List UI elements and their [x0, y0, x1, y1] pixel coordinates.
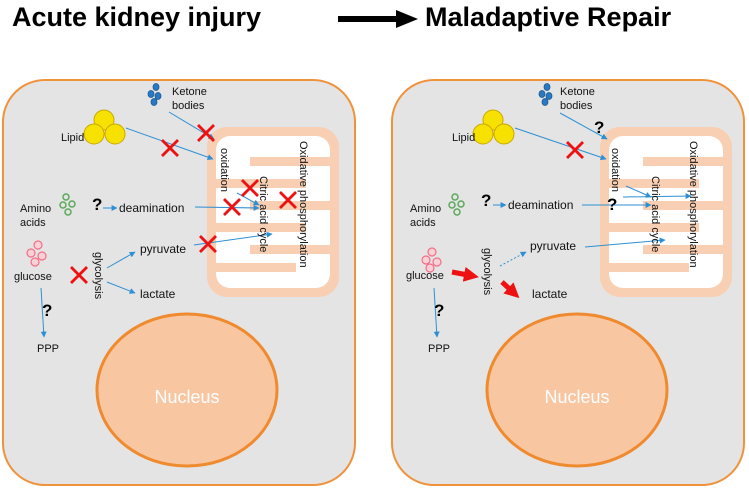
arrow-glucose-glycolysis-up	[451, 266, 479, 282]
amino-acids-icon	[59, 193, 76, 216]
glucose-label: glucose	[406, 270, 444, 282]
question-mark-ppp: ?	[434, 301, 444, 320]
arrow-deamination-cycle	[194, 204, 260, 211]
ppp-label: PPP	[428, 343, 450, 355]
arrow-oxidation-cycle	[236, 192, 260, 206]
amino-label-line2: acids	[20, 217, 46, 229]
arrow-glycolysis-lactate-up	[500, 280, 520, 299]
question-mark-deamination: ?	[607, 195, 617, 214]
arrow-glucose-ppp	[433, 287, 440, 338]
nucleus-label: Nucleus	[154, 387, 219, 407]
ketone-icon	[538, 83, 553, 106]
arrow-glycolysis-pyruvate	[106, 251, 136, 269]
mitochondrion	[207, 127, 339, 297]
oxidative-phosphorylation-label: Oxidative phosphorylation	[687, 141, 699, 268]
arrow-pyruvate-mito	[584, 237, 666, 248]
amino-label-line1: Amino	[410, 203, 441, 215]
arrow-ketone-oxidation	[559, 112, 608, 140]
pyruvate-label: pyruvate	[530, 239, 576, 253]
question-mark-ketone: ?	[594, 118, 604, 137]
glucose-icon	[421, 247, 442, 273]
lipid-label: Lipid	[61, 132, 84, 144]
nucleus	[95, 312, 279, 468]
title-acute-kidney-injury: Acute kidney injury	[12, 2, 262, 32]
amino-acids-icon	[448, 193, 465, 216]
mitochondrion	[600, 127, 732, 297]
ketone-icon	[147, 83, 162, 106]
arrow-glycolysis-lactate	[106, 281, 136, 294]
upregulated-arrows	[451, 266, 520, 299]
lipid-icon	[83, 109, 126, 145]
title-maladaptive-repair: Maladaptive Repair	[425, 2, 672, 32]
lactate-label: lactate	[140, 287, 176, 301]
citric-acid-cycle-label: Citric acid cycle	[649, 176, 661, 252]
oxidation-label: oxidation	[609, 148, 621, 192]
transition-arrow	[338, 10, 418, 28]
ppp-label: PPP	[37, 343, 59, 355]
glycolysis-label: glycolysis	[481, 248, 493, 296]
nucleus	[485, 312, 669, 468]
arrow-glycolysis-pyruvate-dotted	[499, 251, 527, 267]
amino-label-line1: Amino	[20, 203, 51, 215]
arrow-glucose-ppp	[40, 287, 47, 338]
amino-label-line2: acids	[410, 217, 436, 229]
question-mark-ppp: ?	[42, 301, 52, 320]
deamination-label: deamination	[119, 201, 184, 215]
oxidation-label: oxidation	[218, 148, 230, 192]
question-mark-amino: ?	[481, 191, 491, 210]
oxidative-phosphorylation-label: Oxidative phosphorylation	[297, 141, 309, 268]
glycolysis-label: glycolysis	[92, 252, 104, 300]
ketone-label-line1: Ketone	[172, 86, 207, 98]
panel-acute-kidney-injury: Nucleus Ketone bodies Lipid Amino acids	[2, 79, 356, 486]
question-mark-amino: ?	[92, 195, 102, 214]
ketone-label-line2: bodies	[560, 100, 593, 112]
glucose-label: glucose	[14, 271, 52, 283]
lipid-label: Lipid	[452, 132, 475, 144]
arrow-lipid-oxidation	[514, 127, 607, 161]
lipid-icon	[472, 109, 515, 145]
lactate-label: lactate	[532, 287, 568, 301]
glucose-icon	[26, 240, 47, 267]
nucleus-label: Nucleus	[544, 387, 609, 407]
ketone-label-line1: Ketone	[560, 86, 595, 98]
arrow-lipid-oxidation	[125, 127, 214, 161]
ketone-label-line2: bodies	[172, 100, 205, 112]
pyruvate-label: pyruvate	[140, 242, 186, 256]
panel-maladaptive-repair: Nucleus Ketone bodies Lipid Amino acids	[391, 79, 745, 486]
deamination-label: deamination	[508, 198, 573, 212]
citric-acid-cycle-label: Citric acid cycle	[257, 176, 269, 252]
arrow-cycle-oxphos	[622, 193, 692, 200]
arrow-oxidation-cycle	[625, 185, 652, 198]
pathway-arrows	[433, 112, 692, 338]
